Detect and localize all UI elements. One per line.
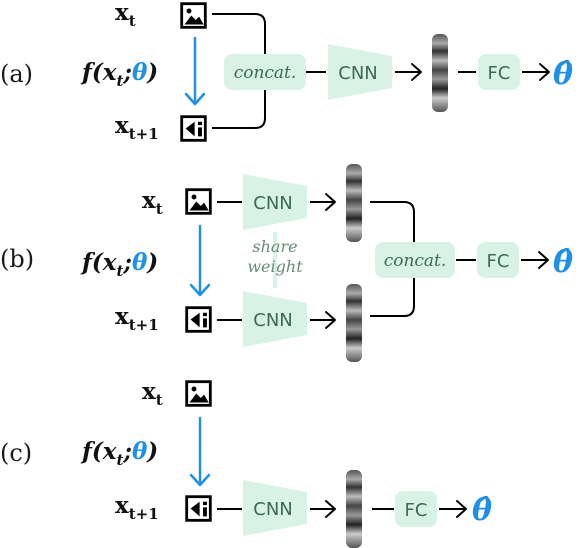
cnn-block xyxy=(328,44,392,100)
transform-arrow xyxy=(189,224,211,297)
x-t-label: xt xyxy=(142,378,163,409)
warped-image-icon xyxy=(180,115,207,142)
warp-function-label: f(xt;θ) xyxy=(80,59,158,90)
feature-vector xyxy=(432,34,448,112)
x-t-label: xt xyxy=(115,0,136,30)
frame-image-icon xyxy=(180,2,207,29)
cnn-label: CNN xyxy=(253,310,293,331)
arrow-to-features xyxy=(310,311,336,329)
warped-image-icon xyxy=(185,495,212,522)
fc-label: FC xyxy=(487,251,510,272)
feature-vector-bottom xyxy=(346,284,362,362)
fc-block xyxy=(478,54,520,90)
warp-function-label: f(xt;θ) xyxy=(80,438,158,469)
cnn-block-top xyxy=(243,174,307,230)
cnn-label: CNN xyxy=(253,499,293,520)
x-t1-label: xt+1 xyxy=(115,492,159,523)
share-weight-label: share xyxy=(252,237,297,256)
x-t1-label: xt+1 xyxy=(115,112,159,143)
concat-block xyxy=(224,54,306,90)
panel-label: (c) xyxy=(0,439,32,467)
theta-hat-output: θ̂ xyxy=(553,245,573,280)
fc-label: FC xyxy=(405,500,428,521)
fc-label: FC xyxy=(488,63,511,84)
panel-a: (a) xt f(xt;θ) xt+1 concat. CNN xyxy=(0,0,573,143)
warped-image-icon xyxy=(185,306,212,333)
theta-hat-output: θ̂ xyxy=(472,493,492,528)
panel-c: (c) xt f(xt;θ) xt+1 CNN FC θ̂ xyxy=(0,378,492,548)
cnn-label: CNN xyxy=(253,193,293,214)
arrow-to-features xyxy=(395,63,422,81)
arrow-to-features xyxy=(310,193,336,211)
panel-label: (b) xyxy=(0,245,34,273)
panel-b: (b) xt f(xt;θ) xt+1 CNN share weight CNN xyxy=(0,164,573,362)
share-weight-label-2: weight xyxy=(247,257,303,276)
arrow-to-output xyxy=(521,251,549,269)
arrow-to-output xyxy=(439,500,467,518)
cnn-block-bottom xyxy=(243,291,307,347)
transform-arrow xyxy=(184,36,206,106)
x-t1-label: xt+1 xyxy=(115,303,159,334)
fc-block xyxy=(477,242,519,278)
concat-label: concat. xyxy=(384,251,447,271)
cnn-block xyxy=(243,480,307,536)
concat-label: concat. xyxy=(234,63,297,83)
frame-image-icon xyxy=(185,188,212,215)
cnn-label: CNN xyxy=(338,63,378,84)
arrow-to-output xyxy=(522,63,550,81)
warp-function-label: f(xt;θ) xyxy=(80,249,158,280)
frame-image-icon xyxy=(185,380,212,407)
panel-label: (a) xyxy=(0,60,33,88)
feature-vector-top xyxy=(346,164,362,242)
x-t-label: xt xyxy=(142,187,163,218)
transform-arrow xyxy=(189,416,211,487)
theta-hat-output: θ̂ xyxy=(553,57,573,92)
fc-block xyxy=(395,491,437,527)
arrow-to-features xyxy=(310,500,336,518)
concat-block xyxy=(375,242,455,278)
feature-vector xyxy=(346,470,362,548)
